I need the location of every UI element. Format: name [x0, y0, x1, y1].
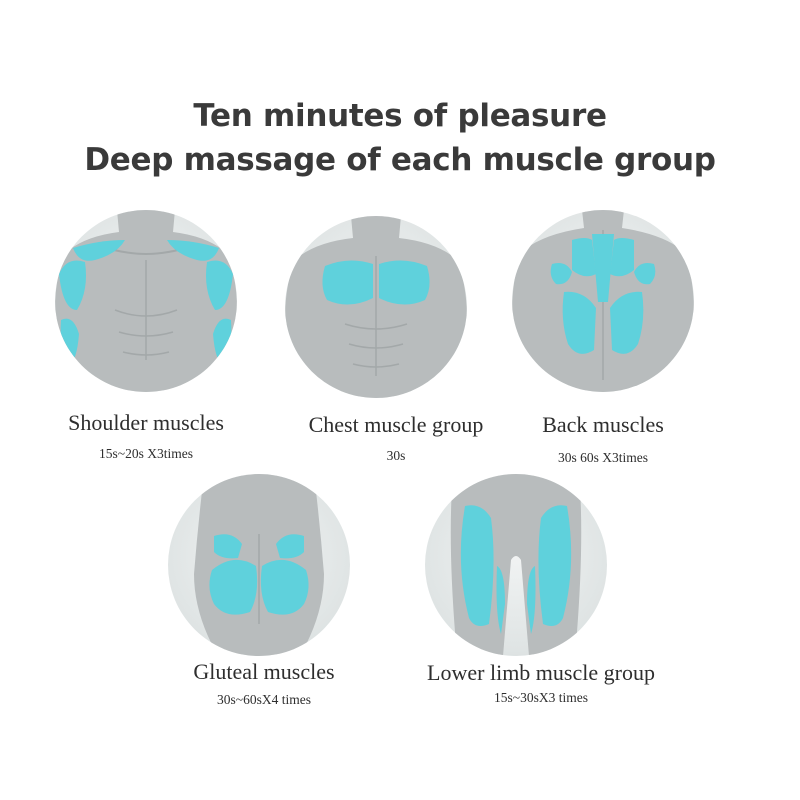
heading-line-1: Ten minutes of pleasure — [193, 98, 607, 134]
lower-limb-muscle-group-illustration — [425, 474, 607, 656]
hips-back-glutes-icon — [194, 474, 324, 656]
lower-limb-muscle-group-label: Lower limb muscle group — [427, 660, 655, 685]
shoulder-muscles-label: Shoulder muscles — [68, 410, 224, 435]
torso-front-chest-icon — [285, 216, 467, 398]
back-muscles-duration: 30s 60s X3times — [557, 450, 648, 465]
chest-muscle-group-duration: 30s — [386, 448, 406, 463]
lower-limb-muscle-group-duration: 15s~30sX3 times — [494, 690, 588, 705]
shoulder-muscles-illustration — [55, 210, 237, 392]
gluteal-muscles-duration: 30s~60sX4 times — [217, 692, 311, 707]
gluteal-muscles-label: Gluteal muscles — [193, 659, 335, 684]
back-muscles-label: Back muscles — [542, 412, 664, 437]
torso-front-shoulders-icon — [55, 210, 237, 392]
gluteal-muscles-illustration — [168, 474, 350, 656]
chest-muscle-group-illustration — [285, 216, 467, 398]
back-muscles-illustration — [512, 210, 694, 392]
shoulder-muscles-duration: 15s~20s X3times — [99, 446, 193, 461]
torso-back-icon — [512, 210, 694, 392]
chest-muscle-group-label: Chest muscle group — [308, 412, 484, 437]
heading-line-2: Deep massage of each muscle group — [84, 142, 716, 178]
legs-front-thighs-icon — [450, 474, 582, 656]
